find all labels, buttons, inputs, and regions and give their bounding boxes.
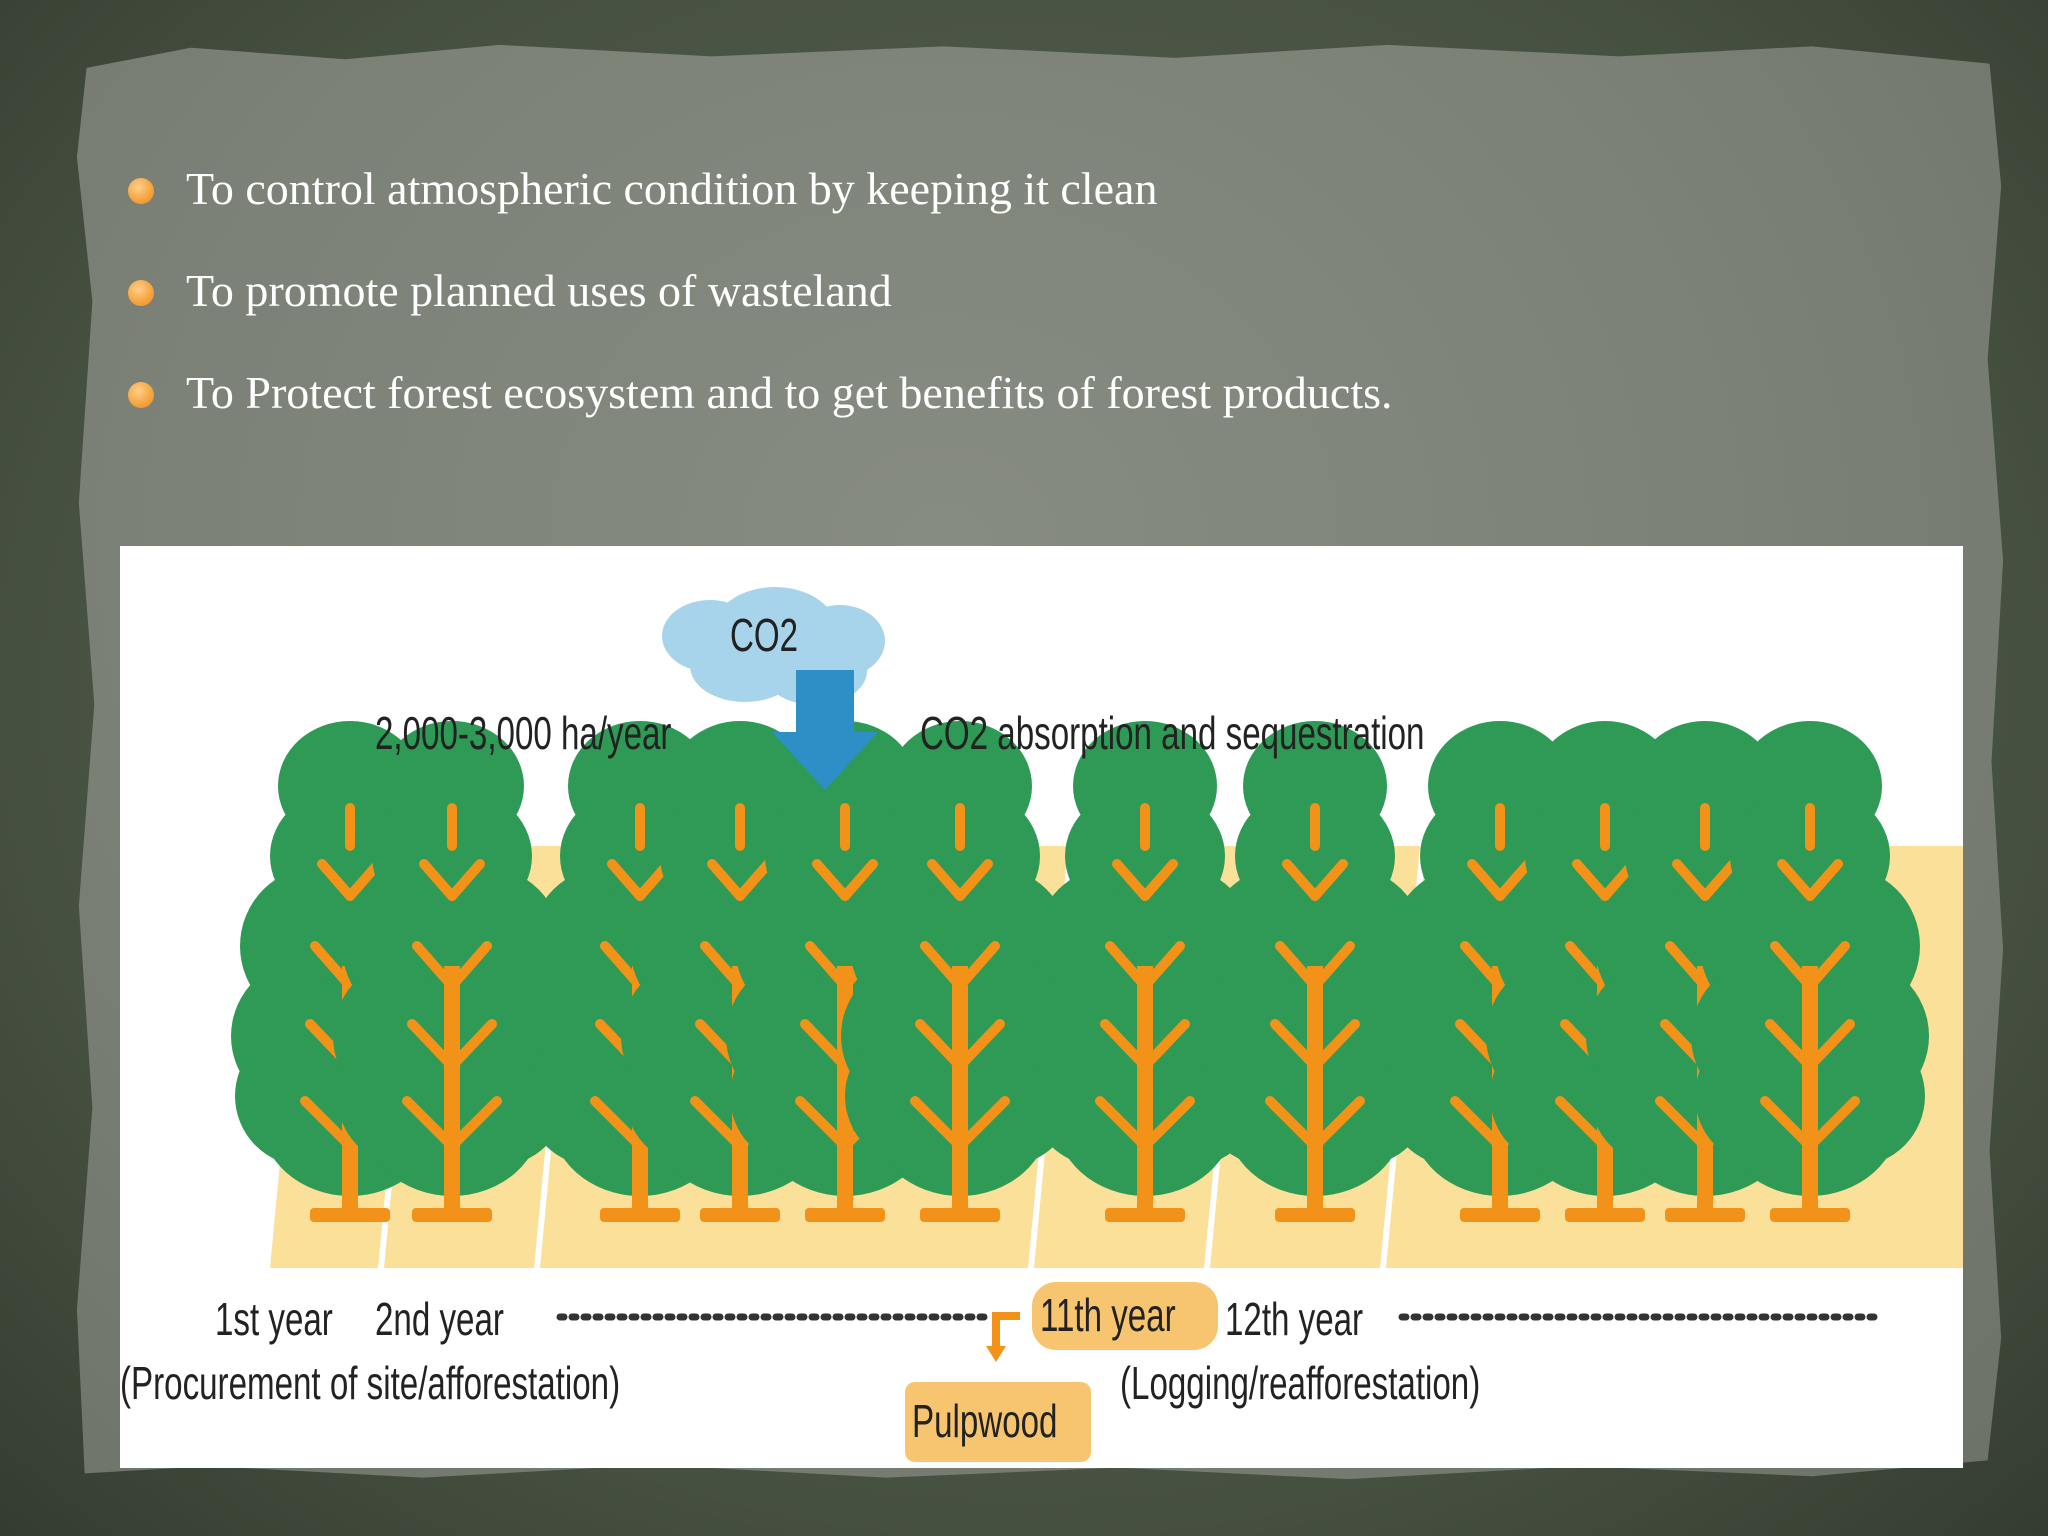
tree-icon [1196, 721, 1434, 1222]
arrow-to-pulpwood-icon [986, 1312, 1020, 1362]
bullet-item: To control atmospheric condition by keep… [120, 160, 1820, 262]
year11-highlight [1032, 1282, 1218, 1350]
tree-icon [333, 721, 571, 1222]
tree-rows [231, 721, 1929, 1222]
procurement-label: (Procurement of site/afforestation) [120, 1357, 621, 1409]
year12-label: 12th year [1225, 1293, 1364, 1345]
bullet-item: To promote planned uses of wasteland [120, 262, 1820, 364]
bullet-list: To control atmospheric condition by keep… [120, 160, 1820, 466]
year1-label: 1st year [215, 1293, 333, 1345]
diagram-illustration [231, 587, 1963, 1462]
arrow-down-icon [772, 670, 878, 790]
tree-icon [1691, 721, 1929, 1222]
bullet-dot-icon [128, 178, 154, 204]
bullet-dot-icon [128, 280, 154, 306]
pulpwood-highlight [905, 1382, 1091, 1462]
co2-label: CO2 [730, 609, 799, 661]
area-rate-label: 2,000-3,000 ha/year [375, 707, 672, 759]
bullet-text: To promote planned uses of wasteland [186, 265, 892, 316]
bullet-text: To Protect forest ecosystem and to get b… [186, 367, 1393, 418]
year11-label: 11th year [1040, 1289, 1176, 1341]
afforestation-cycle-diagram: CO2 2,000-3,000 ha/year CO2 absorption a… [120, 546, 1963, 1468]
pulpwood-label: Pulpwood [912, 1395, 1058, 1447]
co2-cloud-icon [662, 587, 885, 705]
year2-label: 2nd year [375, 1293, 504, 1345]
logging-label: (Logging/reafforestation) [1120, 1357, 1481, 1409]
bullet-item: To Protect forest ecosystem and to get b… [120, 364, 1820, 466]
tree-icon [841, 721, 1079, 1222]
bullet-dot-icon [128, 382, 154, 408]
bullet-text: To control atmospheric condition by keep… [186, 163, 1158, 214]
absorption-label: CO2 absorption and sequestration [920, 707, 1425, 759]
